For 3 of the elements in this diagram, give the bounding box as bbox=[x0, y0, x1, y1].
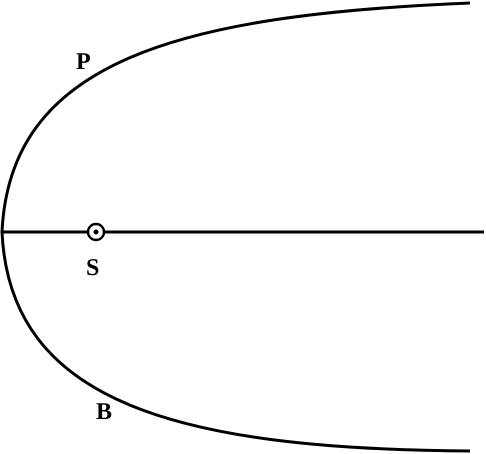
point-label: S bbox=[86, 256, 100, 280]
point-label: B bbox=[96, 400, 112, 424]
point-label: P bbox=[76, 50, 91, 74]
